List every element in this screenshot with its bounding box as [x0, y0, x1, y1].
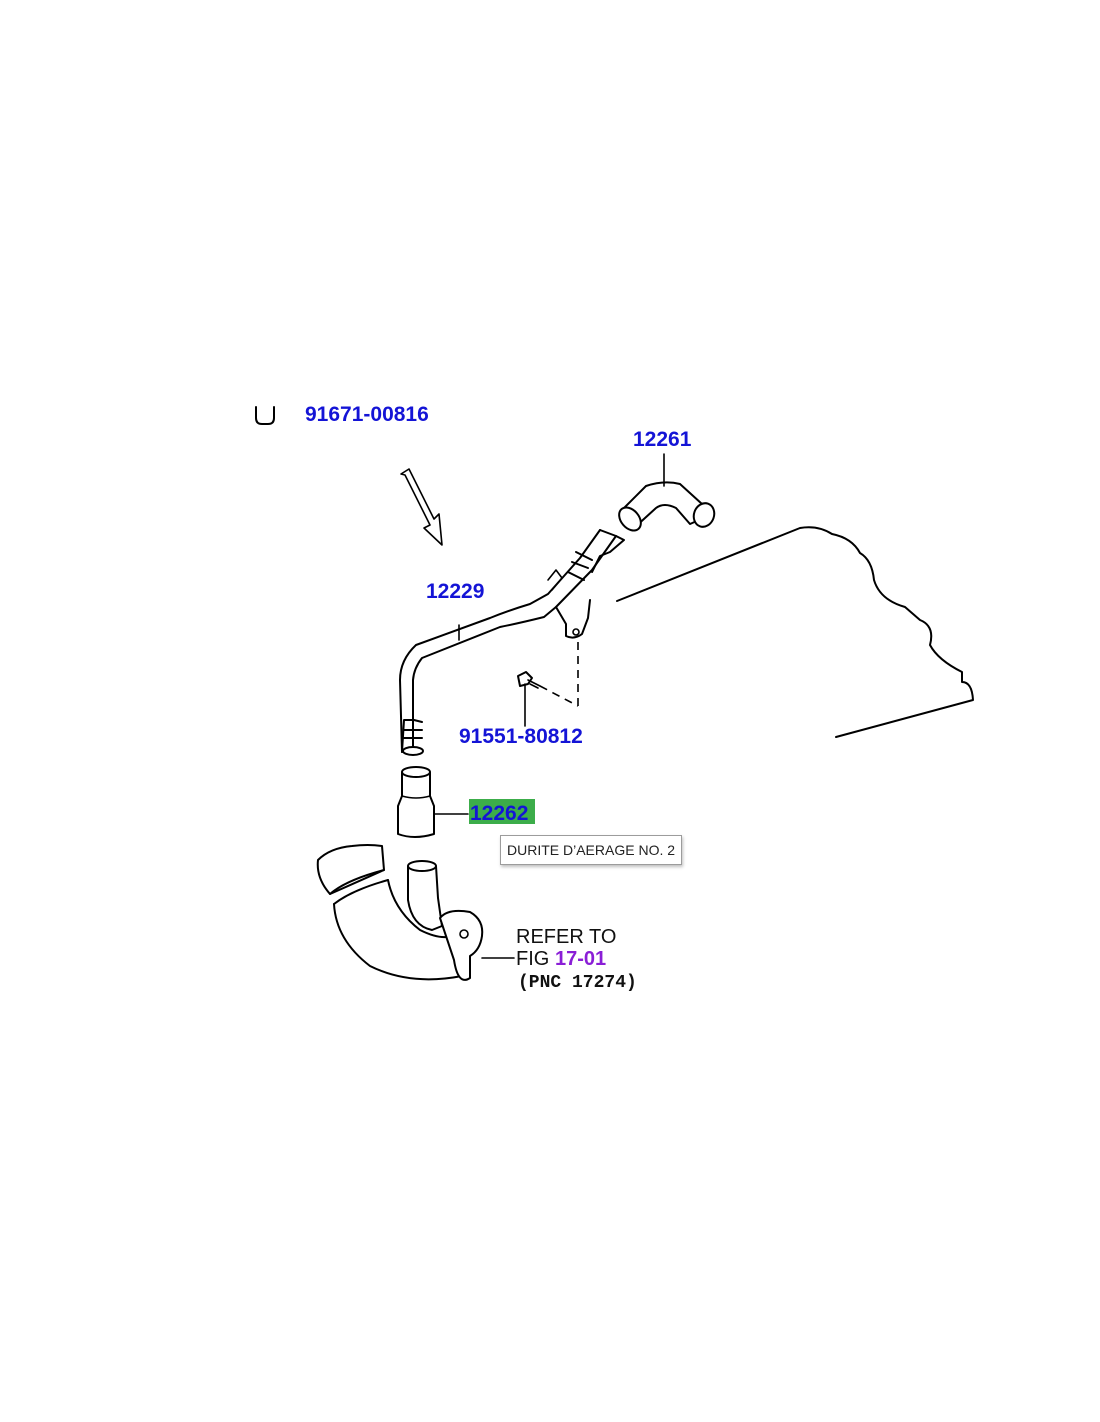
part-number-91551[interactable]: 91551-80812	[459, 725, 583, 748]
part-number-12229[interactable]: 12229	[426, 580, 484, 603]
part-highlight	[469, 799, 535, 824]
pnc-text: (PNC 17274)	[518, 973, 637, 993]
part-number-91671[interactable]: 91671-00816	[305, 403, 429, 426]
part-number-12261[interactable]: 12261	[633, 428, 692, 451]
hose-12262-drawing	[397, 766, 469, 838]
direction-arrow-icon	[400, 468, 443, 546]
bolt-drawing	[517, 671, 541, 727]
refer-to-text: REFER TO	[516, 926, 616, 948]
bolt-alignment-dash	[539, 642, 579, 707]
fig-prefix: FIG	[516, 948, 549, 970]
engine-cover-outline	[616, 526, 974, 738]
fig-link[interactable]: 17-01	[555, 948, 606, 970]
pipe-12229-drawing	[399, 529, 625, 756]
intake-elbow-drawing	[316, 844, 515, 981]
part-tooltip: DURITE D’AERAGE NO. 2	[500, 835, 683, 865]
u-clip-icon	[255, 406, 275, 425]
tooltip-text: DURITE D’AERAGE NO. 2	[507, 842, 676, 858]
part-number-12262[interactable]: 12262	[470, 802, 528, 825]
hose-12261-drawing	[618, 453, 716, 532]
